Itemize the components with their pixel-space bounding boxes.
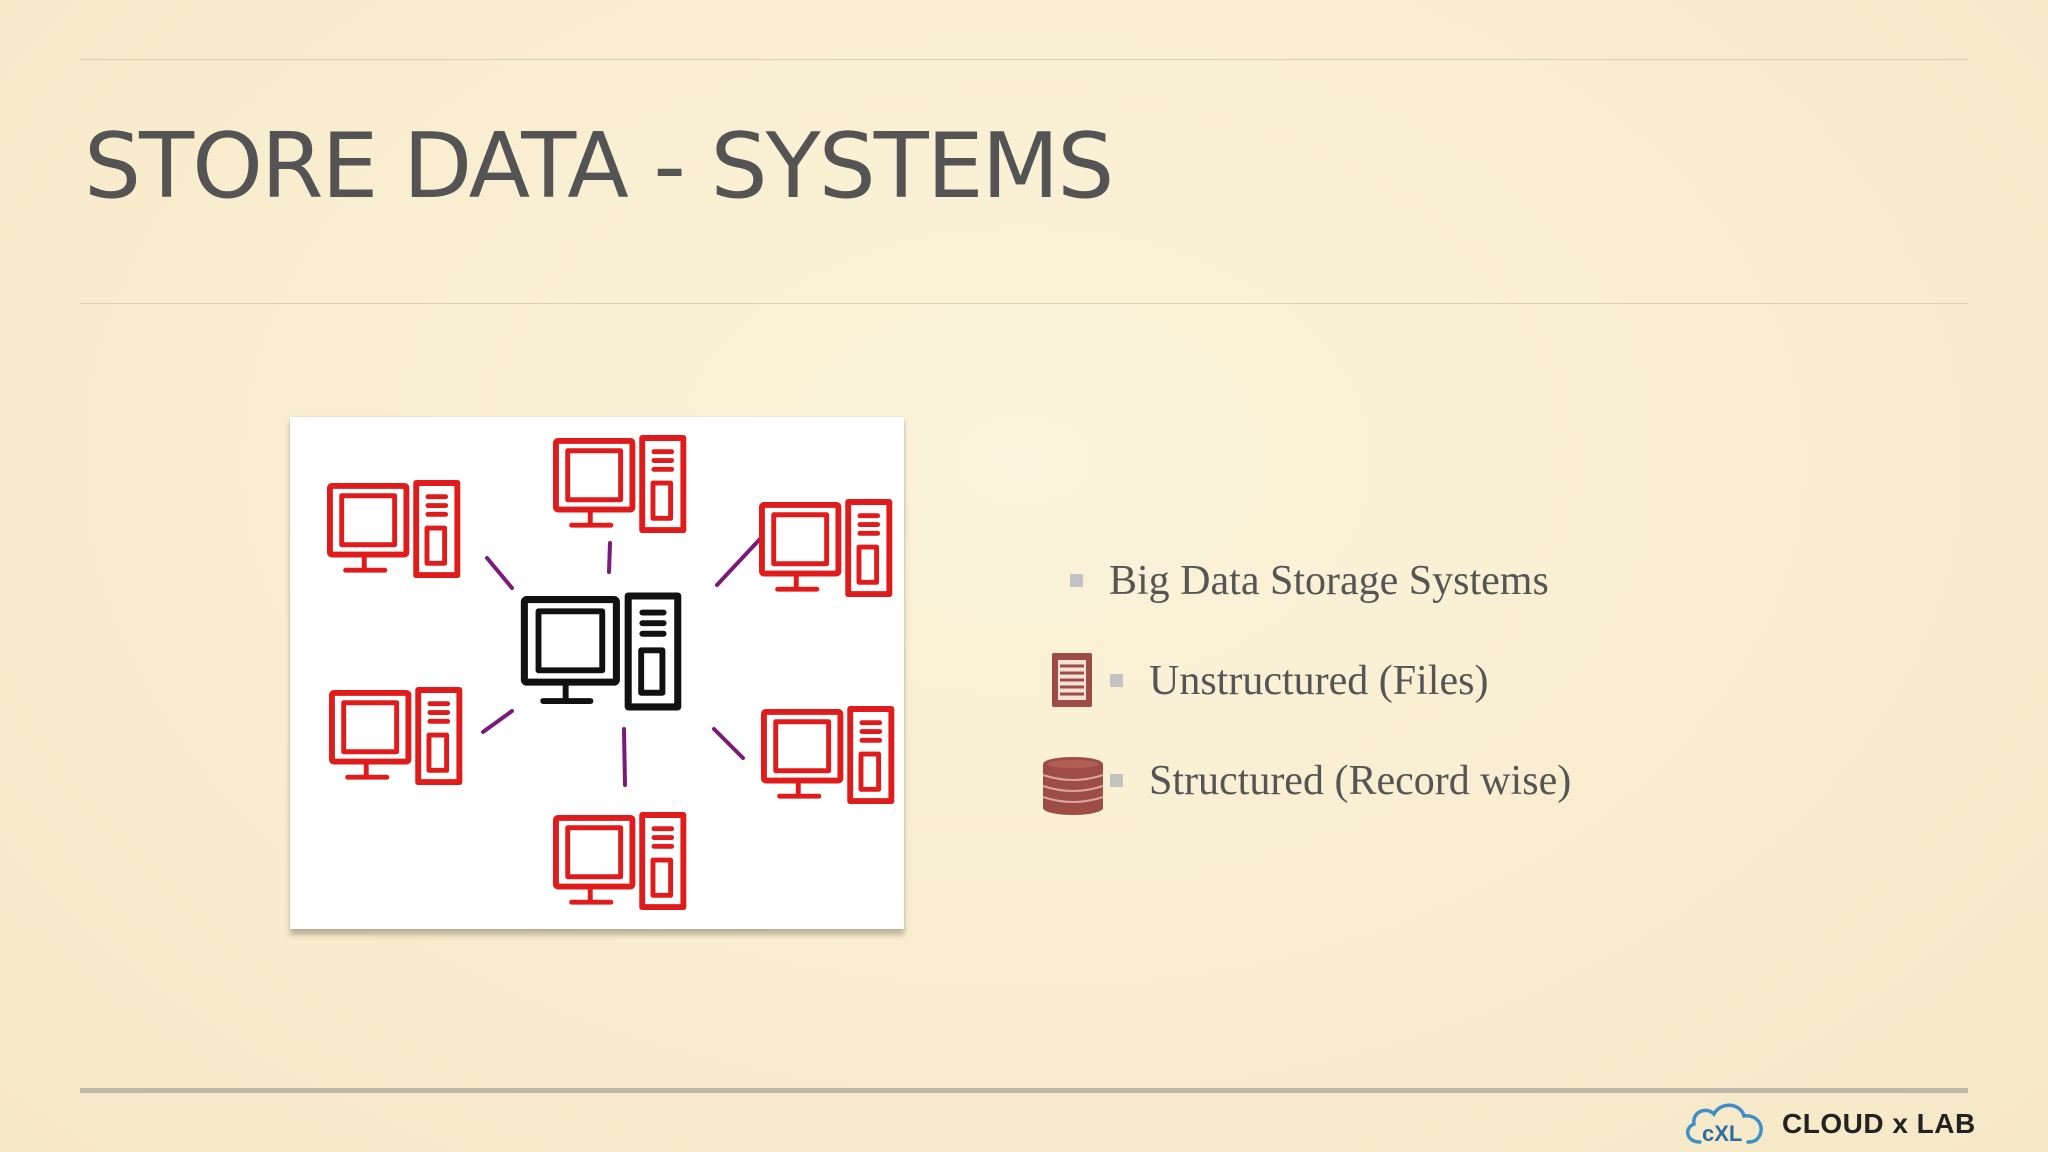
title-divider <box>80 303 1968 304</box>
bullet-marker <box>1110 673 1123 687</box>
bullet-marker <box>1110 773 1123 787</box>
logo-text: CLOUD x LAB <box>1782 1108 1976 1139</box>
bullet-text: Structured (Record wise) <box>1149 758 1572 804</box>
cloudxlab-logo: cXL CLOUD x LAB <box>1680 1098 1976 1150</box>
bullet-text: Big Data Storage Systems <box>1109 558 1549 604</box>
database-icon <box>1042 757 1104 815</box>
file-icon <box>1052 653 1092 707</box>
network-diagram <box>290 417 904 929</box>
bullet-item: Structured (Record wise) <box>1110 760 1571 802</box>
computer-icon <box>556 815 683 907</box>
bullet-marker <box>1070 573 1083 587</box>
footer-divider <box>80 1088 1968 1093</box>
slide-title: STORE DATA - SYSTEMS <box>84 114 1114 219</box>
computer-icon <box>330 483 457 575</box>
top-divider <box>80 59 1968 60</box>
computer-icon <box>556 438 683 530</box>
computer-icon <box>764 709 891 801</box>
bullet-item: Unstructured (Files) <box>1110 660 1488 702</box>
computer-icon <box>762 502 889 594</box>
computer-icon <box>332 690 459 782</box>
svg-text:cXL: cXL <box>1702 1121 1742 1146</box>
network-links <box>481 537 762 787</box>
computer-icon <box>524 596 677 707</box>
cloud-logo-icon: cXL <box>1686 1103 1763 1146</box>
bullet-text: Unstructured (Files) <box>1149 658 1489 704</box>
bullet-item: Big Data Storage Systems <box>1070 560 1549 602</box>
